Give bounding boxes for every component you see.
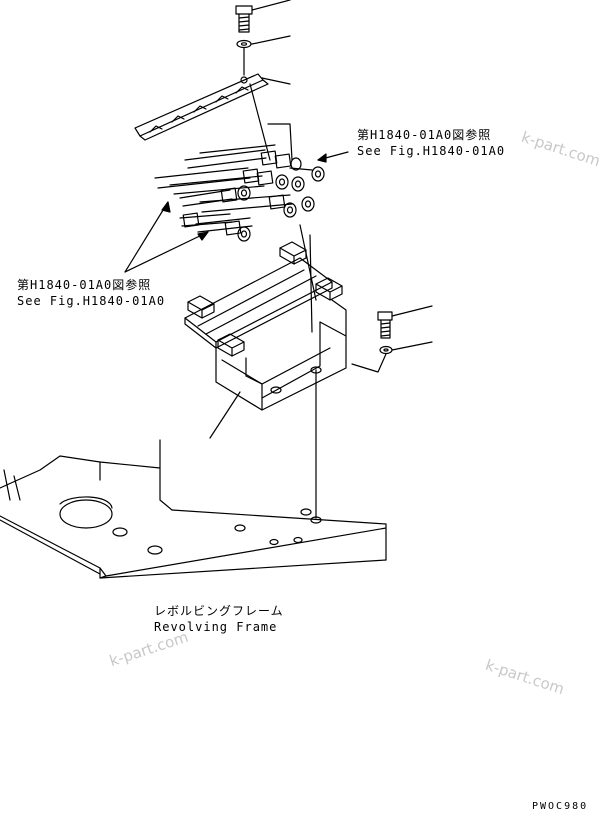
frame-label-jp: レボルビングフレーム [154, 604, 284, 618]
leader-arrows-hoses [124, 151, 349, 273]
drawing-code: PWOC980 [532, 801, 589, 812]
mounting-bracket [184, 224, 347, 439]
leader-lines-top [243, 0, 291, 85]
reference-label-left-en: See Fig.H1840-01A0 [17, 294, 166, 308]
reference-label-top-jp: 第H1840-01A0図参照 [357, 128, 492, 142]
reference-label-left-jp: 第H1840-01A0図参照 [17, 278, 152, 292]
washer-top [236, 39, 252, 49]
bolt-side [351, 305, 433, 373]
reference-label-top-en: See Fig.H1840-01A0 [357, 144, 506, 158]
frame-label-en: Revolving Frame [154, 620, 278, 634]
revolving-frame [0, 369, 387, 579]
clamp-plate [134, 73, 269, 141]
bolt-top [235, 5, 253, 33]
hose-assemblies [154, 144, 325, 242]
